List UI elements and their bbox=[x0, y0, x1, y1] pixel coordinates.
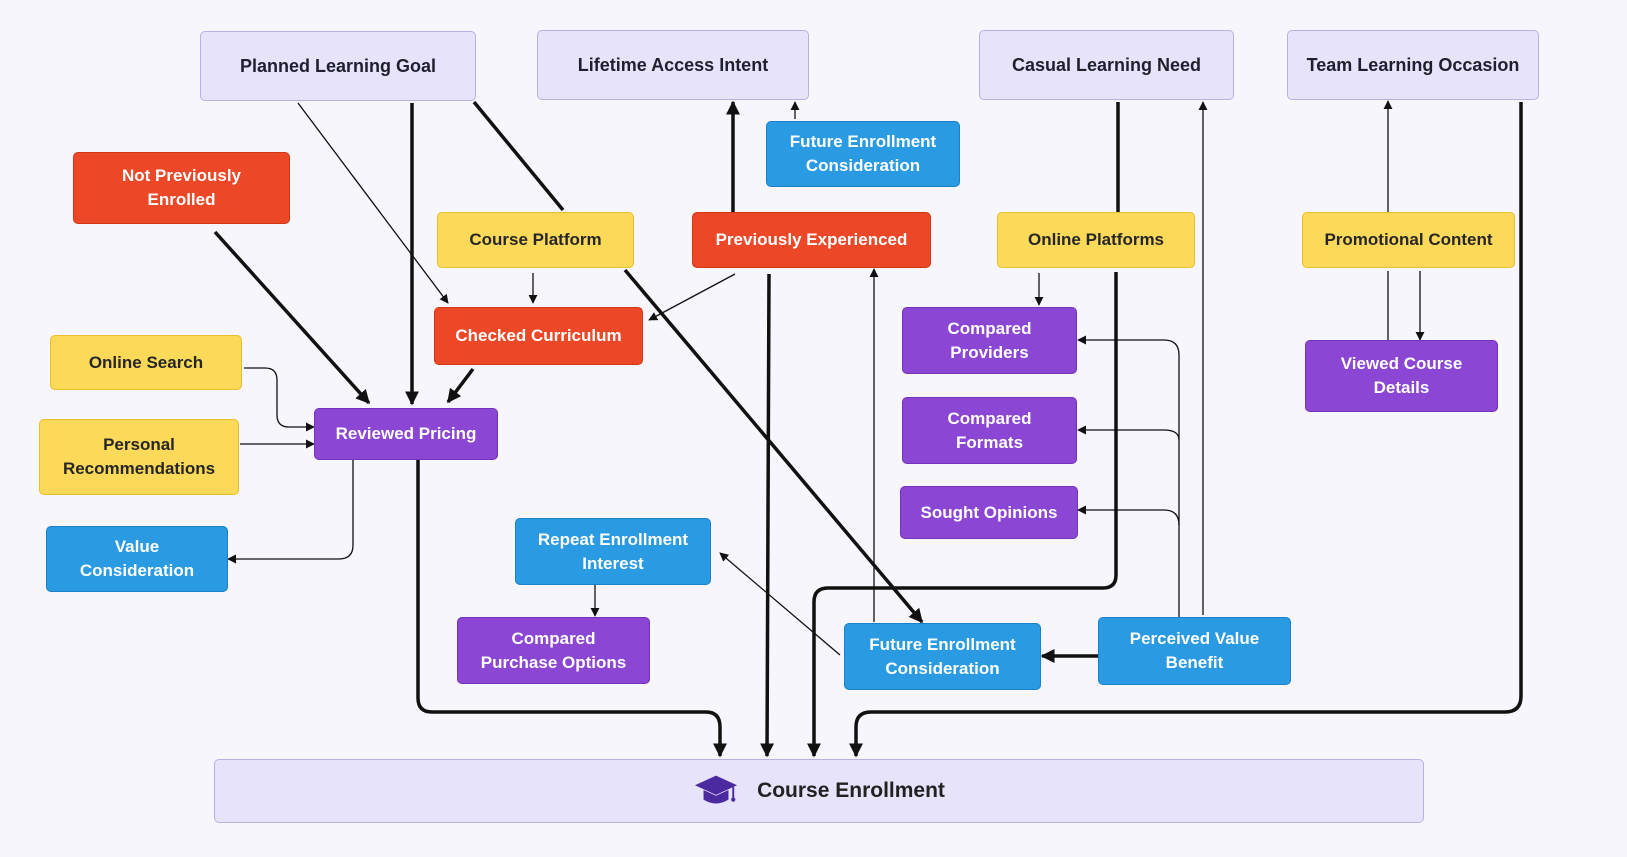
edge-planned-goal-to-checked-curriculum bbox=[297, 102, 449, 304]
edge-planned-goal-to-course-platform bbox=[472, 100, 565, 212]
node-not-previously-enrolled[interactable]: Not Previously Enrolled bbox=[73, 152, 290, 224]
edge-team-occasion-to-enrollment bbox=[849, 102, 1523, 758]
edge-reviewed-pricing-to-value-consideration bbox=[227, 460, 354, 564]
edge-previously-experienced-to-enrollment bbox=[760, 273, 775, 758]
node-personal-recommendations[interactable]: Personal Recommendations bbox=[39, 419, 239, 495]
edge-course-platform-to-future-enrollment bbox=[623, 268, 924, 624]
node-repeat-enrollment-interest[interactable]: Repeat Enrollment Interest bbox=[515, 518, 711, 585]
node-compared-formats[interactable]: Compared Formats bbox=[902, 397, 1077, 464]
node-compared-providers[interactable]: Compared Providers bbox=[902, 307, 1077, 374]
edge-checked-curriculum-to-reviewed-pricing bbox=[446, 367, 475, 404]
edge-perceived-value-to-compared-providers bbox=[1077, 335, 1180, 617]
node-sought-opinions[interactable]: Sought Opinions bbox=[900, 486, 1078, 539]
edge-perceived-value-to-sought-opinions bbox=[1077, 505, 1180, 526]
node-online-platforms[interactable]: Online Platforms bbox=[997, 212, 1195, 268]
edge-previously-experienced-to-checked-curriculum bbox=[648, 273, 736, 321]
node-promotional-content[interactable]: Promotional Content bbox=[1302, 212, 1515, 268]
node-checked-curriculum[interactable]: Checked Curriculum bbox=[434, 307, 643, 365]
edge-online-platforms-to-enrollment bbox=[807, 272, 1118, 758]
node-compared-purchase-options[interactable]: Compared Purchase Options bbox=[457, 617, 650, 684]
edge-not-enrolled-to-reviewed-pricing bbox=[213, 230, 371, 405]
node-team-learning-occasion[interactable]: Team Learning Occasion bbox=[1287, 30, 1539, 100]
node-previously-experienced[interactable]: Previously Experienced bbox=[692, 212, 931, 268]
node-future-enrollment-consideration-bottom[interactable]: Future Enrollment Consideration bbox=[844, 623, 1041, 690]
node-casual-learning-need[interactable]: Casual Learning Need bbox=[979, 30, 1234, 100]
node-course-platform[interactable]: Course Platform bbox=[437, 212, 634, 268]
edge-reviewed-pricing-to-enrollment bbox=[416, 460, 727, 758]
node-lifetime-access-intent[interactable]: Lifetime Access Intent bbox=[537, 30, 809, 100]
edge-future-bottom-to-repeat-interest bbox=[719, 552, 841, 656]
course-enrollment-label: Course Enrollment bbox=[757, 779, 945, 802]
node-planned-learning-goal[interactable]: Planned Learning Goal bbox=[200, 31, 476, 101]
node-course-enrollment[interactable]: Course Enrollment bbox=[214, 759, 1424, 823]
node-future-enrollment-consideration-top[interactable]: Future Enrollment Consideration bbox=[766, 121, 960, 187]
edge-perceived-value-to-compared-formats bbox=[1077, 425, 1180, 441]
node-online-search[interactable]: Online Search bbox=[50, 335, 242, 390]
node-value-consideration[interactable]: Value Consideration bbox=[46, 526, 228, 592]
edge-online-search-to-reviewed-pricing bbox=[244, 367, 315, 432]
node-perceived-value-benefit[interactable]: Perceived Value Benefit bbox=[1098, 617, 1291, 685]
node-reviewed-pricing[interactable]: Reviewed Pricing bbox=[314, 408, 498, 460]
graduation-cap-icon bbox=[694, 775, 738, 804]
node-viewed-course-details[interactable]: Viewed Course Details bbox=[1305, 340, 1498, 412]
